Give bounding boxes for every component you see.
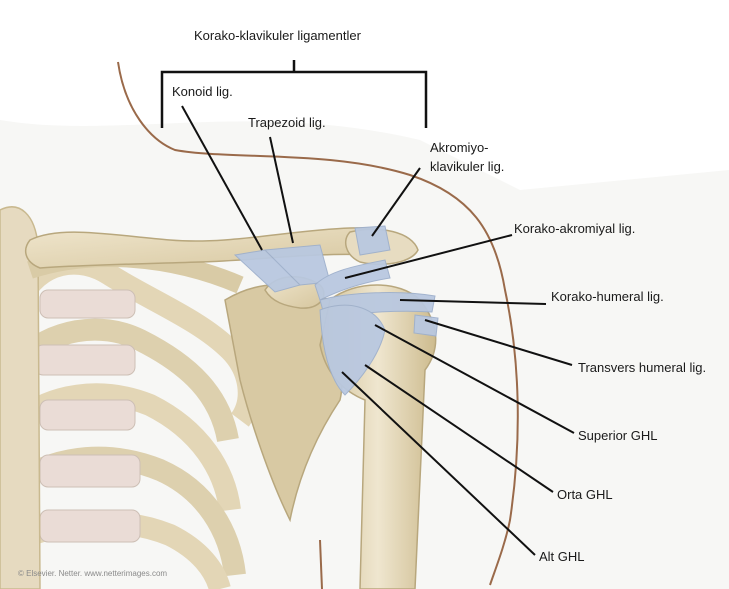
label-superior-ghl: Superior GHL — [578, 426, 657, 445]
group-label-korako-klavikuler: Korako-klavikuler ligamentler — [194, 26, 361, 45]
label-akromiyo-line2: klavikuler lig. — [430, 157, 504, 176]
label-konoid: Konoid lig. — [172, 82, 233, 101]
label-korako-humeral: Korako-humeral lig. — [551, 287, 664, 306]
label-akromiyo-klavikuler: Akromiyo- klavikuler lig. — [430, 138, 504, 176]
label-alt-ghl: Alt GHL — [539, 547, 585, 566]
label-akromiyo-line1: Akromiyo- — [430, 138, 504, 157]
label-transvers-humeral: Transvers humeral lig. — [578, 358, 706, 377]
label-trapezoid: Trapezoid lig. — [248, 113, 326, 132]
label-korako-akromiyal: Korako-akromiyal lig. — [514, 219, 635, 238]
acromioclavicular-ligament — [355, 226, 390, 255]
image-credit: © Elsevier. Netter. www.netterimages.com — [18, 569, 167, 578]
label-orta-ghl: Orta GHL — [557, 485, 613, 504]
transverse-humeral-ligament — [414, 315, 438, 336]
